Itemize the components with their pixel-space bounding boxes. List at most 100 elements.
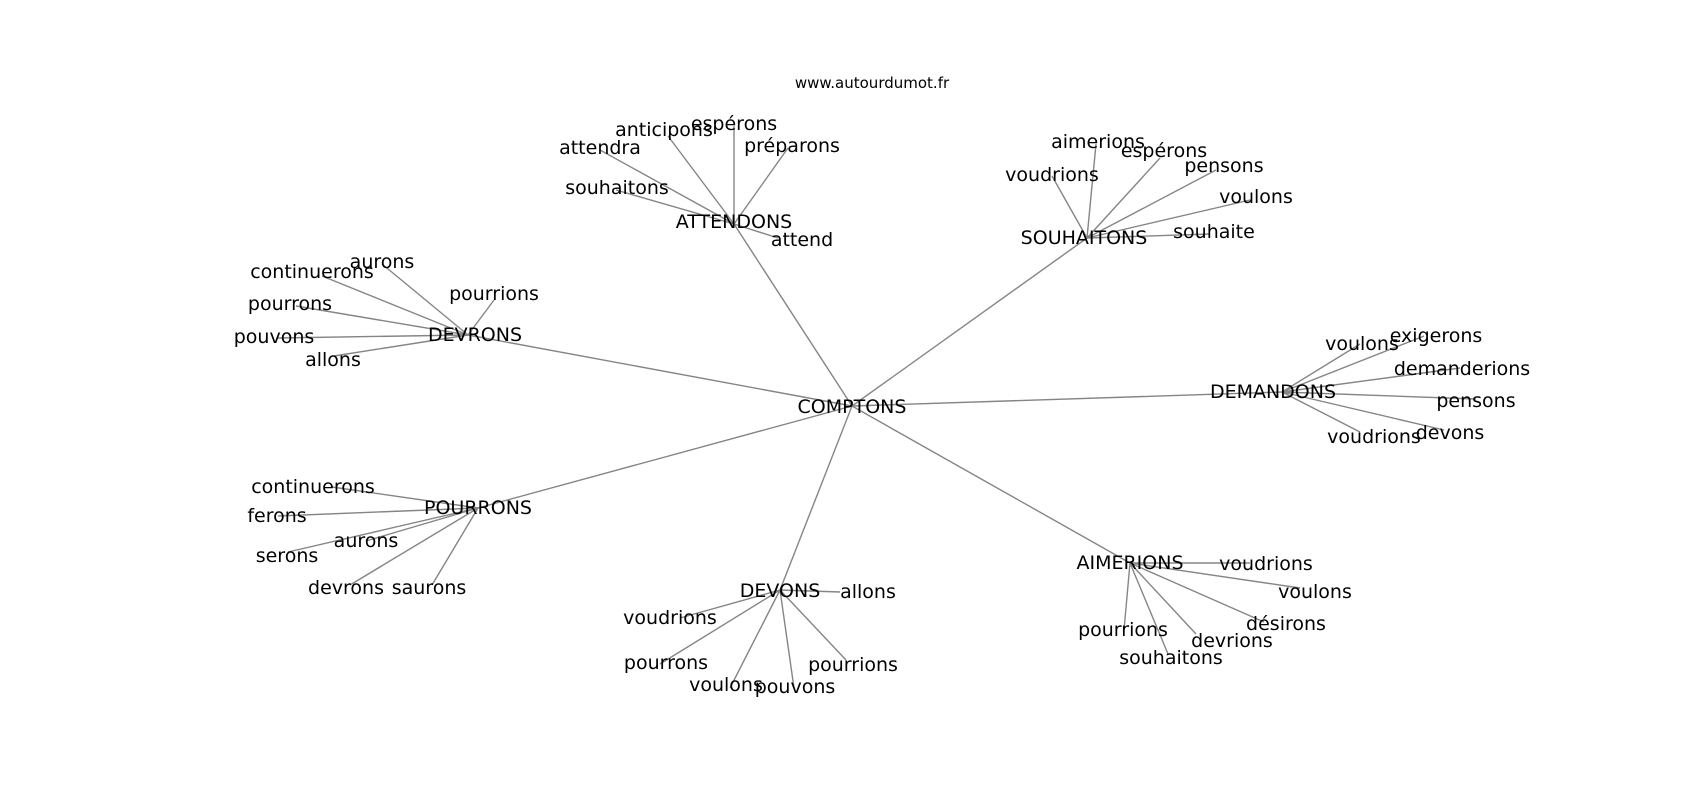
- node-hub-pourrons: POURRONS: [424, 497, 532, 519]
- node-word-demandons-2: demanderions: [1394, 358, 1530, 380]
- node-word-pourrons-0: continuerons: [251, 476, 375, 498]
- edge-demandons-word-4: [1281, 391, 1361, 433]
- edge-attendons-word-0: [599, 149, 735, 225]
- node-word-souhaitons-3: pensons: [1184, 155, 1263, 177]
- node-hub-souhaitons: SOUHAITONS: [1021, 227, 1148, 249]
- edge-aimerions-word-4: [1129, 562, 1197, 635]
- edge-aimerions-word-3: [1123, 562, 1131, 631]
- edge-souhaitons-word-5: [1086, 233, 1211, 239]
- node-hub-demandons: DEMANDONS: [1210, 381, 1336, 403]
- node-word-demandons-1: exigerons: [1390, 325, 1483, 347]
- node-word-devrons-5: allons: [305, 349, 361, 371]
- edge-center-souhaitons: [851, 237, 1088, 407]
- edge-souhaitons-word-1: [1086, 157, 1161, 239]
- edge-pourrons-word-4: [349, 507, 479, 586]
- node-hub-devrons: DEVRONS: [428, 324, 522, 346]
- edge-pourrons-word-0: [331, 486, 479, 509]
- node-word-attendons-3: préparons: [744, 135, 840, 157]
- edge-pourrons-word-5: [431, 507, 479, 586]
- edge-souhaitons-word-2: [1051, 175, 1088, 239]
- edge-souhaitons-word-3: [1086, 169, 1217, 239]
- edge-devons-word-2: [659, 589, 781, 665]
- edge-center-aimerions: [851, 405, 1131, 564]
- node-word-pourrons-2: aurons: [334, 530, 399, 552]
- node-word-aimerions-0: voudrions: [1219, 553, 1313, 575]
- edge-demandons-word-2: [1281, 367, 1461, 393]
- edge-attendons-word-4: [615, 189, 735, 225]
- source-label: www.autourdumot.fr: [795, 74, 950, 92]
- edge-devrons-word-5: [333, 334, 469, 357]
- graph-labels: COMPTONSATTENDONSattendraanticiponsespér…: [234, 113, 1530, 698]
- node-word-devons-4: pouvons: [755, 676, 836, 698]
- edge-center-demandons: [851, 391, 1283, 407]
- edge-souhaitons-word-4: [1086, 199, 1251, 239]
- edge-devons-word-3: [729, 589, 781, 689]
- edge-devrons-word-3: [295, 305, 469, 336]
- edge-devrons-word-0: [321, 275, 469, 336]
- node-word-devrons-2: pourrions: [449, 283, 539, 305]
- node-word-demandons-3: pensons: [1436, 390, 1515, 412]
- node-word-devrons-4: pouvons: [234, 326, 315, 348]
- node-word-devrons-0: continuerons: [250, 261, 374, 283]
- node-center-comptons: COMPTONS: [798, 396, 907, 418]
- node-word-aimerions-4: devrions: [1191, 630, 1273, 652]
- node-word-devons-2: pourrons: [624, 652, 708, 674]
- node-word-devons-0: allons: [840, 581, 896, 603]
- edge-attendons-word-3: [733, 147, 789, 225]
- edge-pourrons-word-2: [365, 507, 479, 542]
- edge-attendons-word-1: [667, 135, 735, 225]
- edge-center-pourrons: [477, 405, 853, 509]
- edge-devons-word-5: [779, 589, 847, 661]
- edge-demandons-word-0: [1281, 343, 1361, 393]
- node-word-aimerions-3: pourrions: [1078, 619, 1168, 641]
- node-hub-attendons: ATTENDONS: [676, 211, 792, 233]
- edge-demandons-word-1: [1281, 335, 1425, 393]
- node-word-pourrons-5: saurons: [392, 577, 467, 599]
- node-word-pourrons-4: devrons: [308, 577, 384, 599]
- node-word-demandons-5: devons: [1416, 422, 1485, 444]
- edge-devons-word-4: [779, 589, 795, 689]
- node-word-devons-3: voulons: [689, 674, 763, 696]
- node-word-aimerions-2: désirons: [1246, 613, 1326, 635]
- graph-edges: [277, 126, 1477, 689]
- edge-pourrons-word-1: [277, 507, 479, 517]
- node-word-souhaitons-4: voulons: [1219, 186, 1293, 208]
- edge-attendons-word-5: [733, 223, 779, 239]
- node-word-souhaitons-1: espérons: [1121, 140, 1207, 162]
- edge-devrons-word-4: [277, 334, 469, 339]
- node-word-aimerions-5: souhaitons: [1119, 647, 1223, 669]
- node-word-pourrons-3: serons: [256, 545, 319, 567]
- node-word-devrons-1: aurons: [350, 251, 415, 273]
- edge-center-attendons: [733, 223, 853, 407]
- edge-aimerions-word-5: [1129, 562, 1169, 655]
- node-word-demandons-0: voulons: [1325, 333, 1399, 355]
- node-word-devons-1: voudrions: [623, 607, 717, 629]
- node-word-aimerions-1: voulons: [1278, 581, 1352, 603]
- node-word-attendons-0: attendra: [559, 137, 641, 159]
- edge-demandons-word-5: [1281, 391, 1445, 431]
- node-hub-aimerions: AIMERIONS: [1076, 552, 1183, 574]
- edge-demandons-word-3: [1281, 391, 1477, 400]
- node-word-devons-5: pourrions: [808, 654, 898, 676]
- node-word-attendons-1: anticipons: [615, 119, 713, 141]
- node-word-attendons-2: espérons: [691, 113, 777, 135]
- node-word-devrons-3: pourrons: [248, 293, 332, 315]
- edge-devons-word-1: [679, 589, 781, 619]
- node-word-souhaitons-2: voudrions: [1005, 164, 1099, 186]
- edge-aimerions-word-1: [1129, 562, 1301, 589]
- node-word-souhaitons-5: souhaite: [1173, 221, 1255, 243]
- node-word-pourrons-1: ferons: [247, 505, 306, 527]
- node-word-attendons-4: souhaitons: [565, 177, 669, 199]
- edge-devrons-word-2: [467, 299, 495, 336]
- edge-center-devrons: [467, 334, 853, 407]
- edge-devons-word-0: [779, 589, 841, 593]
- node-word-attendons-5: attend: [771, 229, 833, 251]
- edge-devrons-word-1: [381, 263, 469, 336]
- node-word-souhaitons-0: aimerions: [1051, 131, 1145, 153]
- edge-souhaitons-word-0: [1086, 143, 1097, 239]
- edge-center-devons: [779, 405, 853, 591]
- node-word-demandons-4: voudrions: [1327, 426, 1421, 448]
- edge-pourrons-word-3: [287, 507, 479, 553]
- node-hub-devons: DEVONS: [740, 580, 821, 602]
